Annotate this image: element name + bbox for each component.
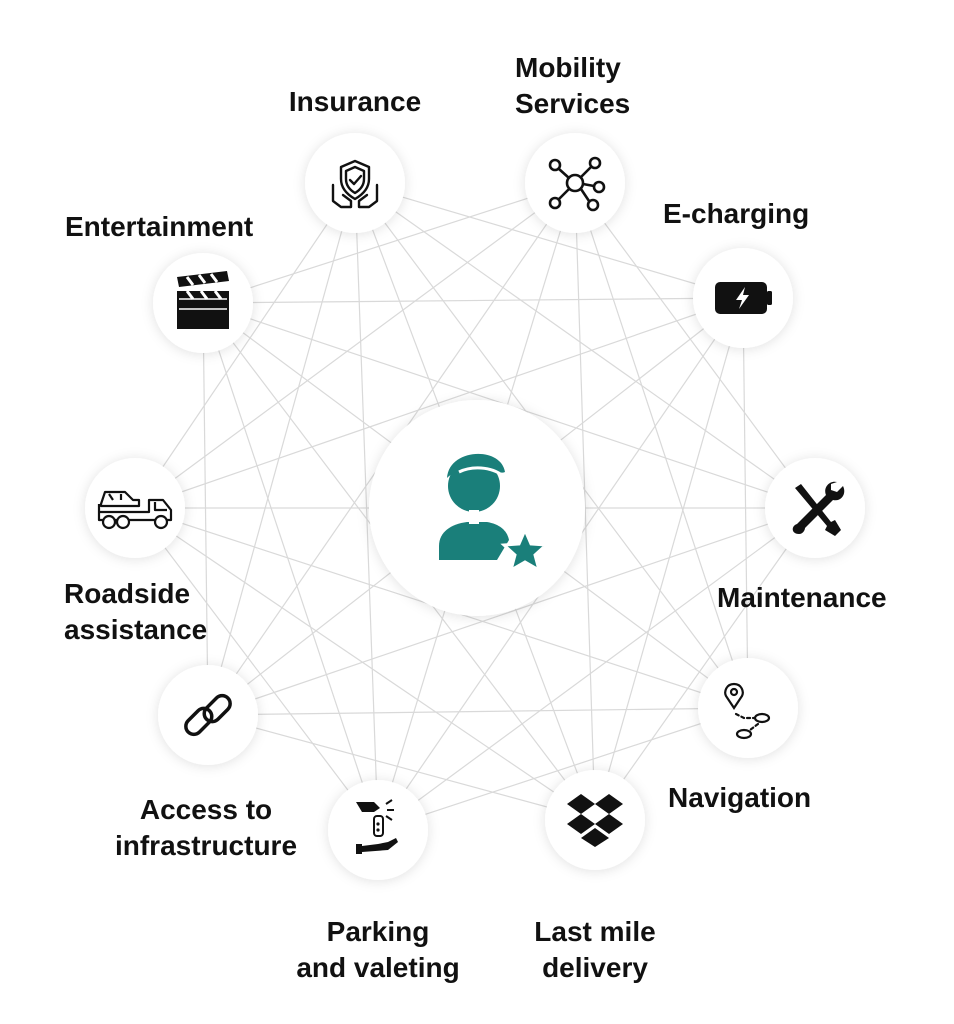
connection-line xyxy=(354,182,816,509)
connection-line xyxy=(574,182,749,709)
connection-line xyxy=(742,297,749,709)
route-pin-icon xyxy=(724,682,771,740)
connection-line xyxy=(134,507,379,831)
link-icon xyxy=(184,693,232,737)
node-parking xyxy=(328,780,428,880)
node-circle xyxy=(158,665,258,765)
connection-line xyxy=(574,182,596,821)
connection-line xyxy=(377,507,816,831)
node-circle xyxy=(525,133,625,233)
connection-line xyxy=(134,297,744,509)
connection-line xyxy=(202,302,379,831)
node-circle xyxy=(698,658,798,758)
node-navigation xyxy=(698,658,798,758)
customer-star-icon xyxy=(439,453,550,574)
node-label-insurance: Insurance xyxy=(288,86,422,117)
connection-line xyxy=(207,707,749,716)
node-echarging xyxy=(693,248,793,348)
node-access xyxy=(158,665,258,765)
connection-line xyxy=(207,507,816,716)
node-label-navigation: Navigation xyxy=(668,782,812,813)
node-circle xyxy=(85,458,185,558)
connection-line xyxy=(594,297,744,821)
node-label-echarging: E-charging xyxy=(663,198,810,229)
node-maintenance xyxy=(765,458,865,558)
tow-truck-icon xyxy=(97,490,173,530)
dropbox-icon xyxy=(567,794,623,847)
tools-icon xyxy=(792,481,845,536)
node-label-entertainment: Entertainment xyxy=(65,211,254,242)
connection-line xyxy=(207,714,596,821)
service-nodes xyxy=(85,133,865,880)
connection-line xyxy=(202,297,744,304)
clapperboard-icon xyxy=(177,271,229,329)
node-mobility xyxy=(525,133,625,233)
node-entertainment xyxy=(153,253,253,353)
connection-line xyxy=(134,507,596,821)
connection-line xyxy=(202,182,576,304)
connection-line xyxy=(574,182,816,509)
network-icon xyxy=(548,156,606,212)
connection-line xyxy=(134,182,356,509)
hub xyxy=(369,400,585,616)
node-lastmile xyxy=(545,770,645,870)
key-handover-icon xyxy=(356,799,398,854)
connection-line xyxy=(354,182,379,831)
shield-hands-icon xyxy=(331,159,379,209)
connection-line xyxy=(134,182,576,509)
node-roadside xyxy=(85,458,185,558)
battery-icon xyxy=(715,282,772,314)
connection-line xyxy=(377,707,749,831)
node-insurance xyxy=(305,133,405,233)
connection-line xyxy=(207,182,356,716)
connection-line xyxy=(202,302,209,716)
connection-line xyxy=(594,507,816,821)
node-circle xyxy=(545,770,645,870)
connection-line xyxy=(354,182,744,299)
node-label-maintenance: Maintenance xyxy=(717,582,887,613)
